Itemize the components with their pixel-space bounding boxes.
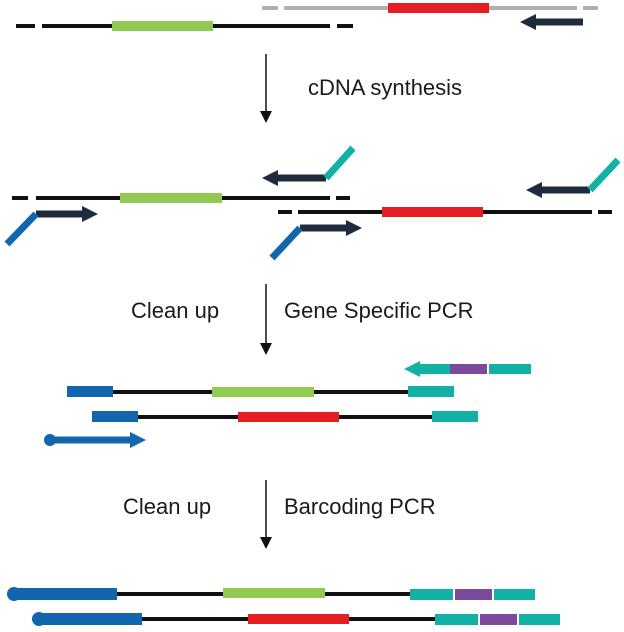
forward-primer-arrowhead xyxy=(346,220,362,236)
adapter-tail-teal xyxy=(587,157,621,193)
step-label-clean-up-2: Clean up xyxy=(123,494,212,519)
adapter-tail-blue xyxy=(269,225,303,261)
barcode-segment xyxy=(455,589,492,600)
barcode-primer-arrowhead xyxy=(404,361,420,377)
adapter-segment-teal xyxy=(519,614,560,625)
stage-cdna xyxy=(4,145,621,261)
adapter-segment-blue xyxy=(92,411,138,422)
adapter-segment-teal xyxy=(410,589,453,600)
adapter-segment-teal xyxy=(418,364,450,374)
adapter-segment-teal xyxy=(489,364,531,374)
stage-gsp-products xyxy=(44,361,531,448)
stage-rna-templates xyxy=(16,3,598,31)
step-arrow-1 xyxy=(260,54,272,123)
adapter-segment-blue xyxy=(39,613,142,625)
rt-primer-arrowhead xyxy=(520,14,536,30)
reverse-primer-arrowhead xyxy=(526,182,542,198)
adapter-segment-blue xyxy=(67,386,113,397)
gene-segment-green xyxy=(212,387,314,397)
adapter-tail-teal xyxy=(323,145,356,181)
barcode-segment xyxy=(450,364,487,374)
step-label-barcoding-pcr: Barcoding PCR xyxy=(284,494,436,519)
step-label-gene-specific-pcr: Gene Specific PCR xyxy=(284,298,474,323)
gene-segment-red xyxy=(382,207,483,217)
gene-segment-red xyxy=(388,3,489,13)
gene-segment-green xyxy=(112,21,213,31)
gene-segment-green xyxy=(120,193,222,203)
step-label-cdna-synthesis: cDNA synthesis xyxy=(308,75,463,100)
step-arrow-3 xyxy=(260,480,272,549)
step-arrow-2 xyxy=(260,284,272,355)
adapter-segment-teal xyxy=(432,411,478,422)
adapter-segment-teal xyxy=(435,614,478,625)
adapter-segment-teal xyxy=(494,589,535,600)
p5-primer-arrowhead xyxy=(130,432,146,448)
gene-segment-red xyxy=(238,412,339,422)
reverse-primer-arrowhead xyxy=(262,170,278,186)
stage-barcoded-products xyxy=(7,587,560,626)
adapter-segment-blue xyxy=(14,588,117,600)
adapter-tail-blue xyxy=(4,211,39,247)
step-label-clean-up-1: Clean up xyxy=(131,298,220,323)
gene-segment-green xyxy=(223,588,325,598)
adapter-segment-teal xyxy=(408,386,454,397)
gene-segment-red xyxy=(248,614,349,624)
forward-primer-arrowhead xyxy=(82,206,98,222)
barcode-segment xyxy=(480,614,517,625)
